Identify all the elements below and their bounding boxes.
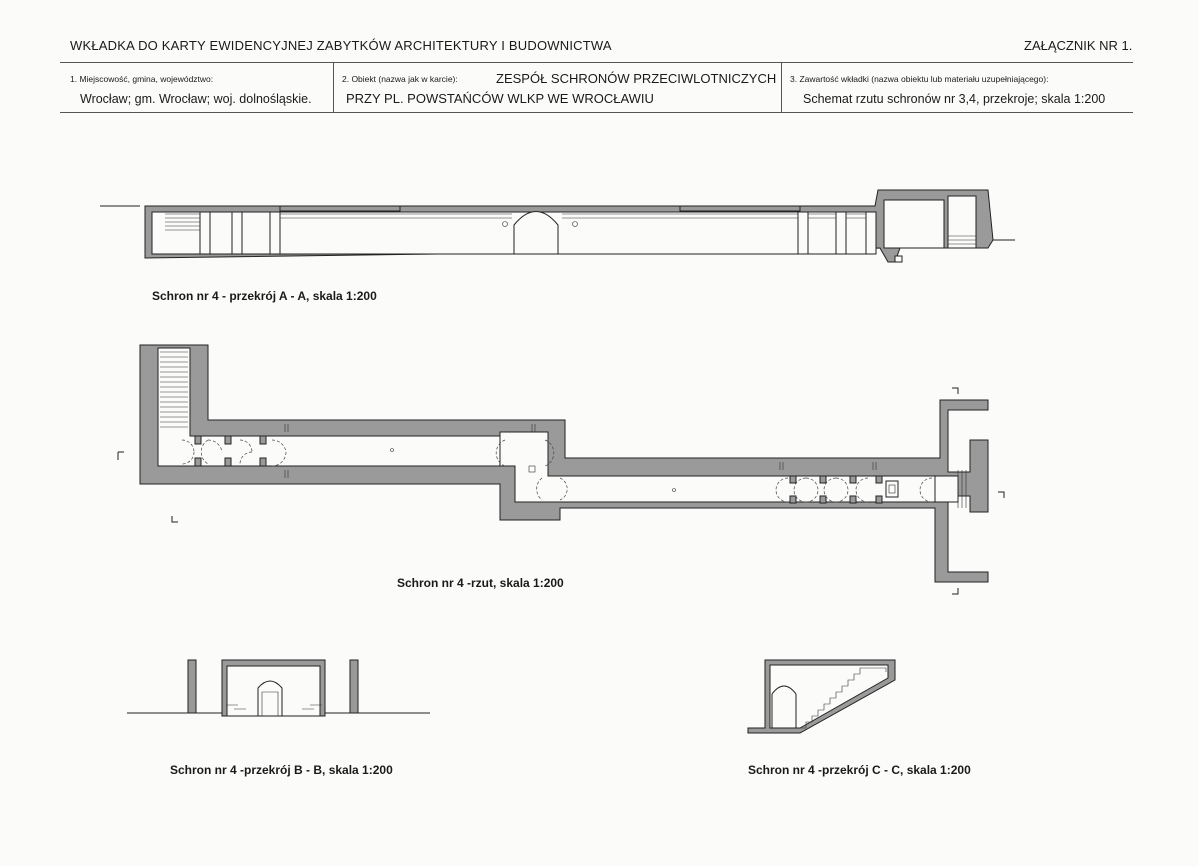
object-value-line1: ZESPÓŁ SCHRONÓW PRZECIWLOTNICZYCH bbox=[496, 71, 777, 86]
section-bb-drawing bbox=[127, 659, 430, 717]
field-divider-2 bbox=[781, 63, 782, 112]
section-cc-drawing bbox=[747, 659, 896, 734]
document-title: WKŁADKA DO KARTY EWIDENCYJNEJ ZABYTKÓW A… bbox=[70, 38, 612, 53]
caption-section-aa: Schron nr 4 - przekrój A - A, skala 1:20… bbox=[152, 289, 377, 303]
object-value-line2: PRZY PL. POWSTAŃCÓW WLKP WE WROCŁAWIU bbox=[346, 91, 654, 106]
location-value: Wrocław; gm. Wrocław; woj. dolnośląskie. bbox=[80, 92, 312, 106]
contents-label: 3. Zawartość wkładki (nazwa obiektu lub … bbox=[790, 74, 1049, 84]
caption-section-cc: Schron nr 4 -przekrój C - C, skala 1:200 bbox=[748, 763, 971, 777]
field-divider-1 bbox=[333, 63, 334, 112]
object-label: 2. Obiekt (nazwa jak w karcie): bbox=[342, 74, 458, 84]
header-rule-top bbox=[60, 62, 1133, 63]
caption-plan: Schron nr 4 -rzut, skala 1:200 bbox=[397, 576, 564, 590]
section-aa-drawing bbox=[100, 189, 1015, 263]
caption-section-bb: Schron nr 4 -przekrój B - B, skala 1:200 bbox=[170, 763, 393, 777]
plan-drawing bbox=[117, 344, 1005, 595]
contents-value: Schemat rzutu schronów nr 3,4, przekroje… bbox=[803, 92, 1106, 106]
annex-number: ZAŁĄCZNIK NR 1. bbox=[1024, 38, 1133, 53]
header-rule-bottom bbox=[60, 112, 1133, 113]
location-label: 1. Miejscowość, gmina, województwo: bbox=[70, 74, 214, 84]
